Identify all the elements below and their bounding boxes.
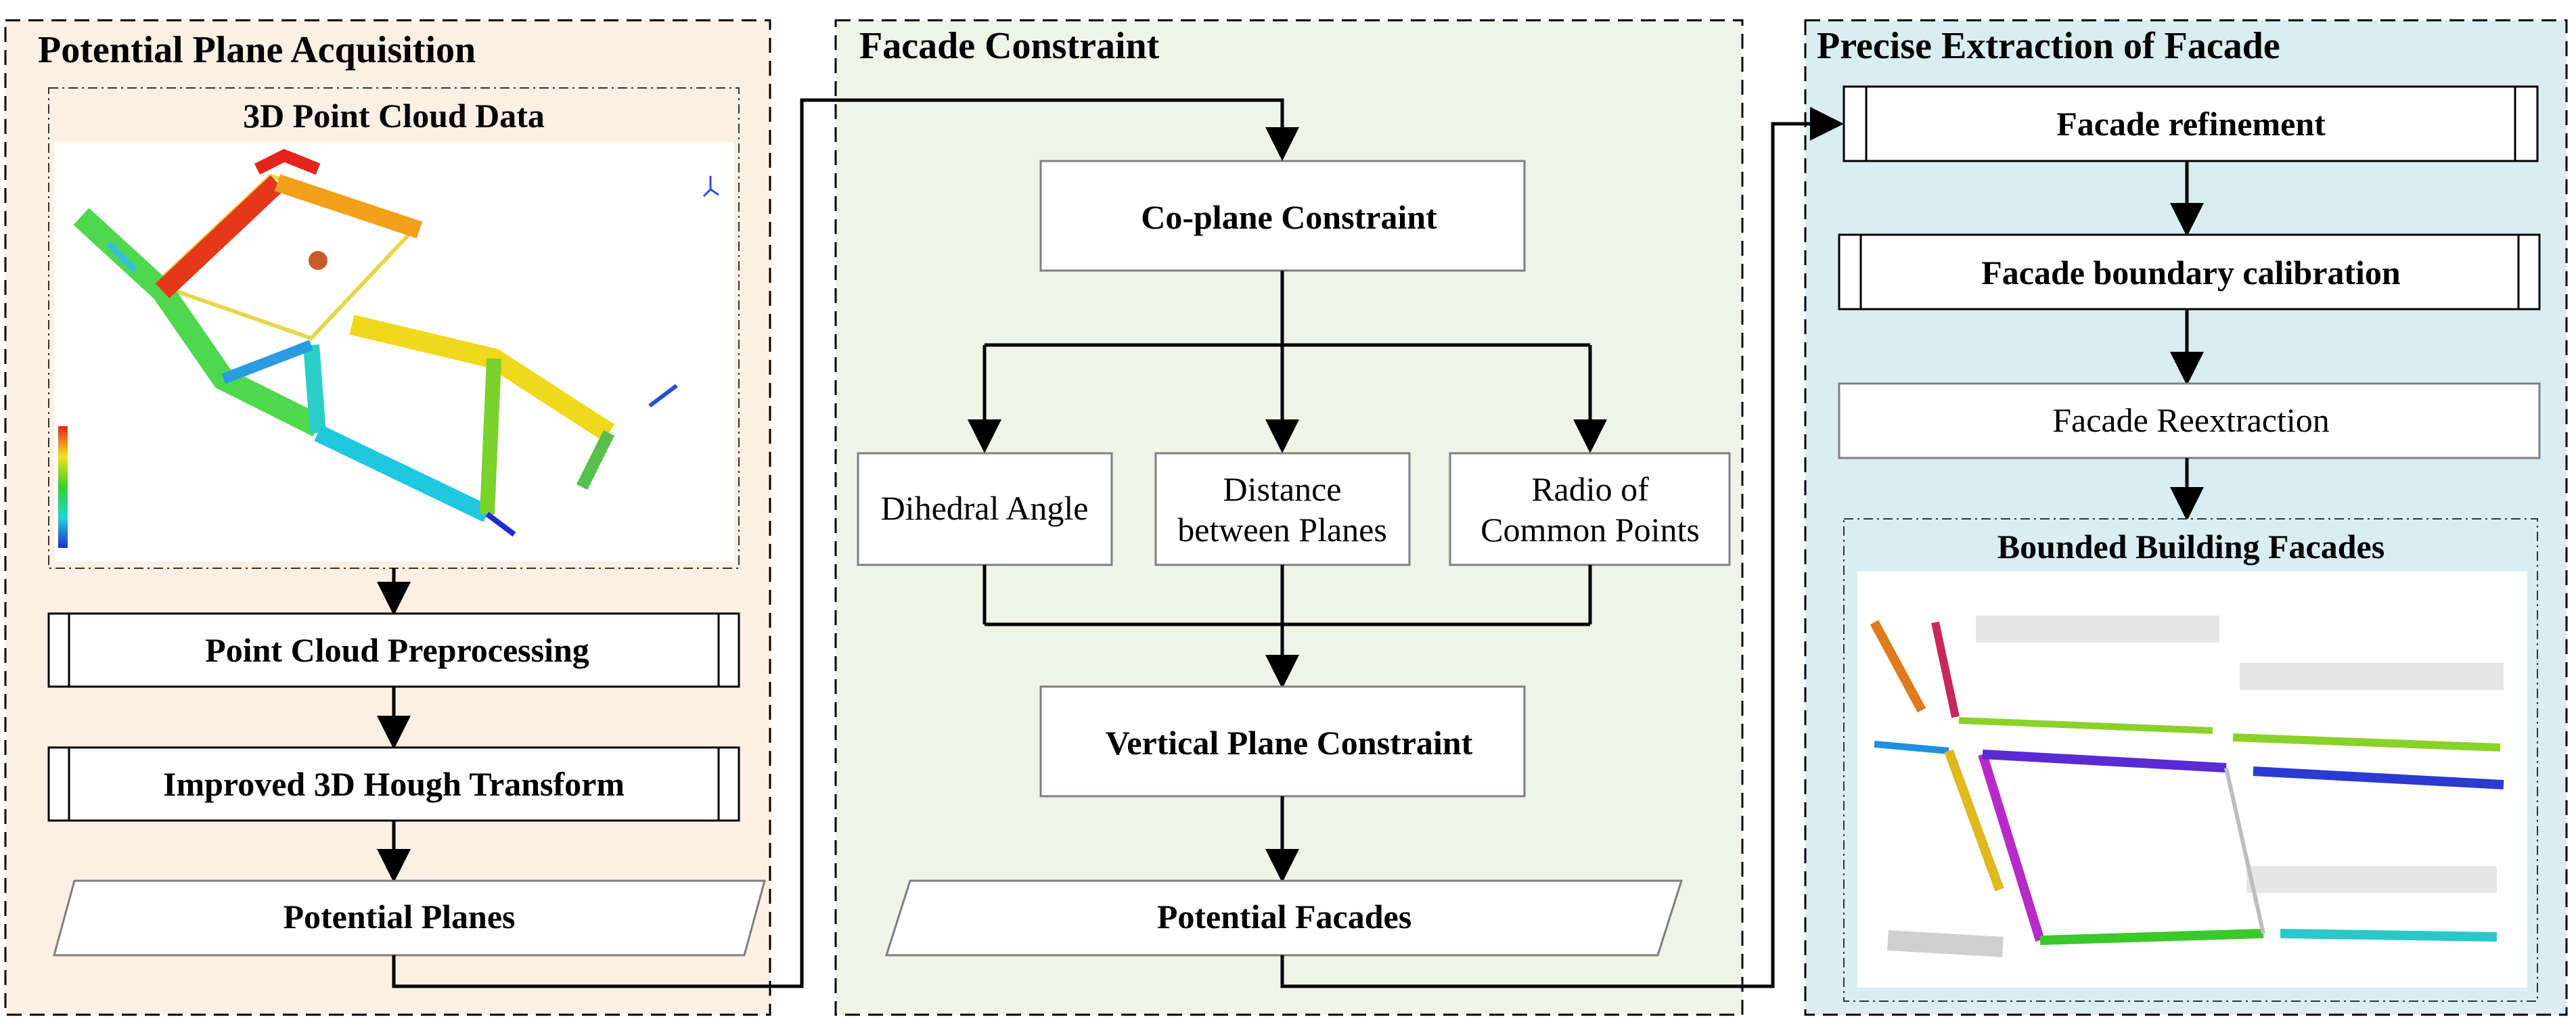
distance-label-line2: between Planes bbox=[1177, 511, 1387, 549]
coplane-label: Co-plane Constraint bbox=[1141, 198, 1437, 236]
potential-facades-box: Potential Facades bbox=[884, 879, 1684, 957]
vertical-box: Vertical Plane Constraint bbox=[1039, 685, 1526, 798]
radio-label-line2: Common Points bbox=[1481, 511, 1700, 549]
reextraction-box: Facade Reextraction bbox=[1838, 382, 2541, 459]
connector-facades-to-refinement bbox=[1280, 107, 1844, 988]
bounded-facades-title: Bounded Building Facades bbox=[1997, 528, 2385, 566]
boundary-label: Facade boundary calibration bbox=[1981, 254, 2401, 292]
boundary-box: Facade boundary calibration bbox=[1838, 233, 2541, 310]
panel-facade-constraint: Facade Constraint Co-plane Constraint Di… bbox=[834, 19, 1744, 1016]
radio-label-line1: Radio of bbox=[1531, 470, 1649, 508]
potential-facades-label: Potential Facades bbox=[1157, 898, 1411, 936]
point-cloud-container: 3D Point Cloud Data bbox=[48, 87, 740, 569]
connector-planes-to-coplane bbox=[392, 98, 1299, 988]
coplane-box: Co-plane Constraint bbox=[1039, 160, 1526, 272]
reextraction-label: Facade Reextraction bbox=[2052, 401, 2330, 439]
hough-box: Improved 3D Hough Transform bbox=[47, 746, 740, 822]
bounded-facades-container: Bounded Building Facades bbox=[1843, 518, 2538, 1002]
vertical-label: Vertical Plane Constraint bbox=[1106, 724, 1473, 762]
panel-title: Precise Extraction of Facade bbox=[1817, 25, 2280, 67]
potential-planes-box: Potential Planes bbox=[53, 879, 766, 957]
panel-potential-plane-acquisition: Potential Plane Acquisition 3D Point Clo… bbox=[4, 19, 771, 1016]
panel-title: Potential Plane Acquisition bbox=[38, 29, 476, 71]
potential-planes-label: Potential Planes bbox=[283, 898, 515, 936]
bounded-facades-image bbox=[1870, 616, 2504, 957]
point-cloud-title: 3D Point Cloud Data bbox=[243, 97, 545, 135]
radio-box: Radio of Common Points bbox=[1449, 452, 1731, 566]
distance-label-line1: Distance bbox=[1223, 470, 1342, 508]
hough-label: Improved 3D Hough Transform bbox=[163, 765, 625, 803]
distance-box: Distance between Planes bbox=[1154, 452, 1411, 566]
point-cloud-image bbox=[58, 149, 719, 548]
preprocessing-label: Point Cloud Preprocessing bbox=[205, 631, 589, 669]
panel-title: Facade Constraint bbox=[859, 25, 1160, 67]
dihedral-label: Dihedral Angle bbox=[881, 489, 1089, 527]
preprocessing-box: Point Cloud Preprocessing bbox=[47, 612, 740, 688]
dihedral-box: Dihedral Angle bbox=[857, 452, 1113, 566]
panel-precise-extraction: Precise Extraction of Facade Facade refi… bbox=[1804, 19, 2568, 1016]
refinement-box: Facade refinement bbox=[1843, 85, 2539, 162]
refinement-label: Facade refinement bbox=[2056, 105, 2326, 143]
